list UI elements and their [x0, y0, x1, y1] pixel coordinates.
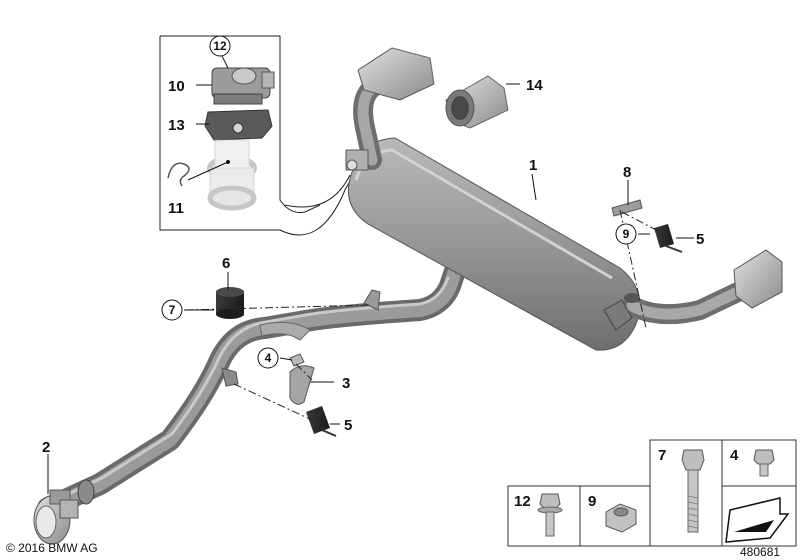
callout-7: 7	[169, 303, 176, 317]
callout-5-upper: 5	[696, 231, 704, 248]
callout-10: 10	[168, 78, 185, 95]
callout-7-circle: 7	[161, 299, 183, 321]
table-cell-12: 12	[514, 493, 531, 510]
callout-3: 3	[342, 375, 350, 392]
callout-5-lower: 5	[344, 417, 352, 434]
pipe-clamp	[33, 479, 95, 545]
diagram-number: 480681	[740, 545, 780, 559]
hanger-bracket-3	[289, 365, 315, 405]
callout-8: 8	[623, 164, 631, 181]
spring-clip	[167, 162, 190, 187]
direction-arrow-icon	[725, 497, 790, 543]
actuator-bracket	[204, 109, 273, 141]
callout-11: 11	[168, 200, 184, 217]
hanger-bracket-8	[611, 199, 643, 217]
hardware-table: 7 4 12 9	[507, 439, 797, 547]
flange-bolt	[537, 493, 563, 537]
rubber-mount-5-lower	[306, 406, 337, 437]
front-pipe	[37, 251, 469, 519]
callout-13: 13	[168, 117, 185, 134]
callout-4-circle: 4	[257, 347, 279, 369]
flap-valve-clamp	[207, 139, 257, 211]
table-cell-4: 4	[730, 447, 739, 464]
tailpipe-trim-left	[357, 47, 435, 101]
callout-labels: 1 2 3 5 5 6 8 10 11 13 14 12 7 9 4	[42, 35, 704, 456]
nut-4	[289, 353, 305, 367]
long-bolt	[681, 449, 705, 533]
callout-4: 4	[265, 351, 272, 365]
inset-frame-left	[159, 36, 280, 231]
detail-inset	[159, 35, 356, 236]
rubber-mount-6	[216, 287, 244, 319]
leader-lines	[47, 83, 694, 494]
tailpipe-trim-right	[733, 249, 783, 309]
short-bolt	[753, 449, 775, 477]
callout-12: 12	[213, 39, 227, 53]
hex-nut	[605, 503, 637, 533]
callout-9: 9	[623, 227, 630, 241]
copyright-text: © 2016 BMW AG	[6, 541, 98, 555]
table-cell-7: 7	[658, 447, 666, 464]
callout-2: 2	[42, 439, 50, 456]
callout-6: 6	[222, 255, 230, 272]
inset-leader	[279, 171, 356, 236]
table-cell-9: 9	[588, 493, 596, 510]
inset-frame	[160, 35, 321, 213]
callout-14: 14	[526, 77, 543, 94]
callout-9-circle: 9	[615, 223, 637, 245]
callout-1: 1	[529, 157, 537, 174]
rubber-mount-5-upper	[654, 224, 683, 253]
exhaust-flap-actuator	[211, 67, 275, 105]
inset-leader-2	[284, 174, 351, 208]
callout-12-circle: 12	[209, 35, 231, 57]
tailpipe-extension	[445, 75, 509, 129]
